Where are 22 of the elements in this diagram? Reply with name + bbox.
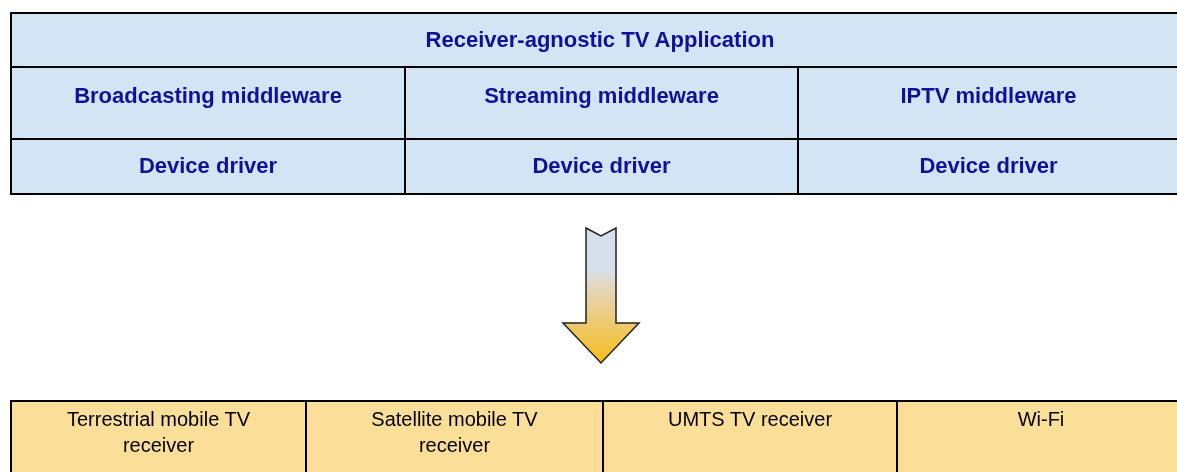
receiver-box (896, 400, 1177, 472)
layer-label: Device driver (919, 152, 1058, 181)
layer-label: Satellite mobile TV receiver (370, 407, 539, 458)
layer-label: Broadcasting middleware (74, 82, 342, 110)
layer-label: UMTS TV receiver (667, 407, 833, 432)
layer-box (404, 66, 799, 140)
layer-box (797, 138, 1177, 195)
layer-label: Device driver (138, 152, 278, 181)
layer-box (10, 12, 1177, 68)
layer-label: Streaming middleware (484, 82, 719, 110)
layer-box (797, 66, 1177, 140)
layer-box (404, 138, 799, 195)
layer-label: IPTV middleware (900, 82, 1077, 110)
layer-box (10, 138, 406, 195)
receiver-box (602, 400, 898, 472)
receiver-box (10, 400, 307, 472)
layer-label: Device driver (532, 152, 671, 181)
layer-label: Wi-Fi (1017, 407, 1065, 432)
layer-label: Receiver-agnostic TV Application (425, 25, 775, 54)
layer-box (10, 66, 406, 140)
layer-label: Terrestrial mobile TV receiver (66, 407, 251, 458)
receiver-box (305, 400, 604, 472)
